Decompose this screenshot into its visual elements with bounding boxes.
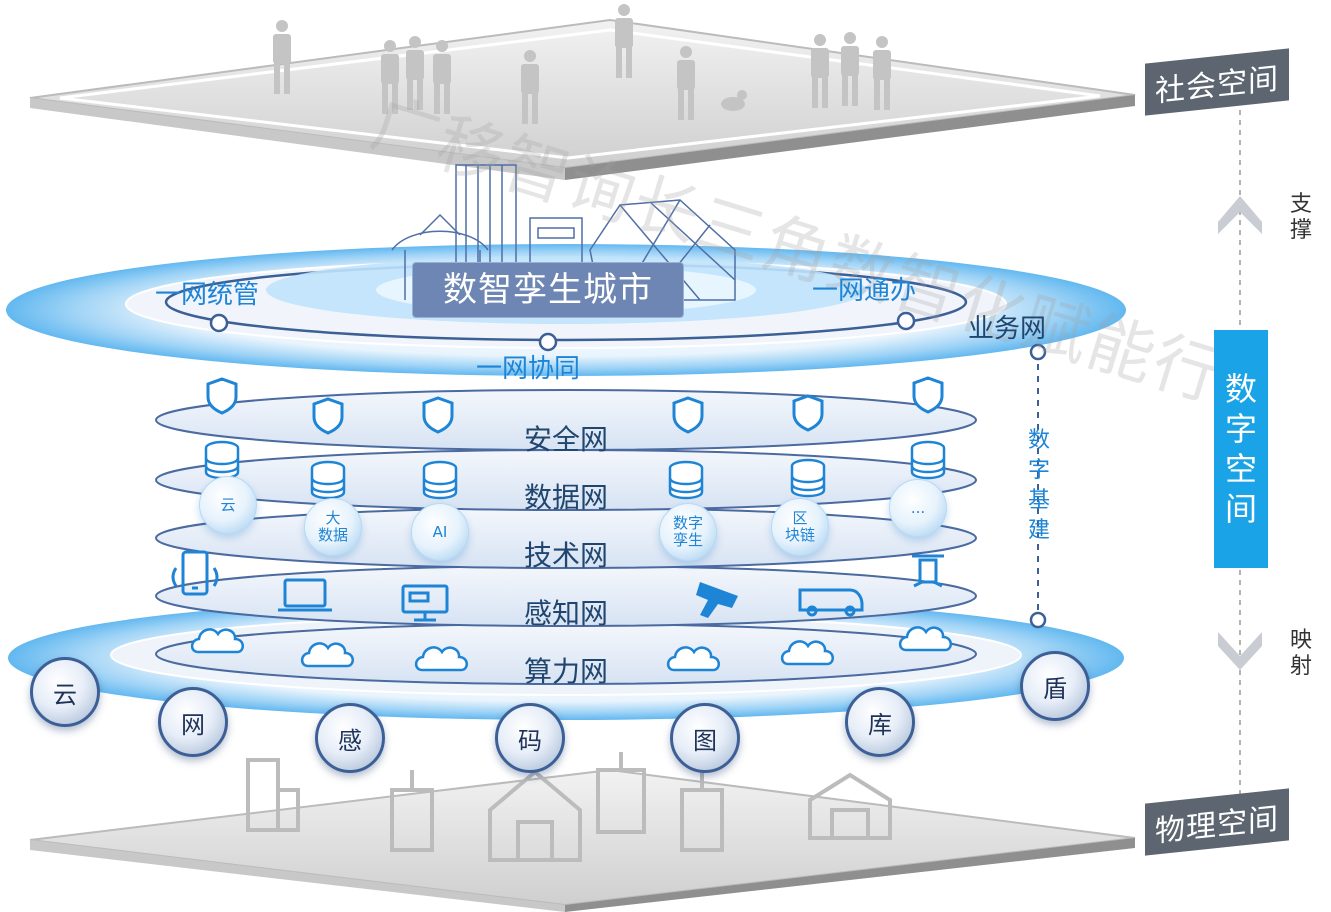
badge-sensing: 感 [315,703,385,773]
physical-space-plane [29,768,1136,912]
layer-label-compute: 算力网 [523,655,609,688]
badge-network: 网 [158,687,228,757]
mapping-label: 映 射 [1289,628,1312,679]
badge-shield: 盾 [1020,651,1090,721]
ring-label-unified-management: 一网统管 [155,280,260,310]
person-icons [273,4,891,124]
tech-chip-digital-twin: 数字 孪生 [659,503,717,561]
tech-chip-big-data: 大 数据 [304,498,362,556]
ring-label-unified-collaboration: 一网协同 [476,354,581,384]
layer-label-technology: 技术网 [523,539,609,572]
layer-label-security: 安全网 [523,423,609,456]
badge-map: 图 [670,703,740,773]
tech-chip-more: ... [889,479,947,537]
badge-code: 码 [495,703,565,773]
device-icons [171,550,944,622]
page-title: 数智孪生城市 [412,262,684,318]
layer-label-data: 数据网 [523,481,609,514]
digital-space-box: 数 字 空 间 [1214,330,1268,568]
tech-chip-ai: AI [411,503,469,561]
ring-label-unified-service: 一网通办 [812,276,917,306]
camera-icon [696,582,738,618]
business-network-label: 业务网 [968,314,1047,344]
digital-infrastructure-label: 数 字 基 建 [1027,428,1050,543]
tech-chip-blockchain: 区 块链 [771,498,829,556]
badge-repository: 库 [845,687,915,757]
support-label: 支 撑 [1289,192,1312,243]
badge-cloud: 云 [30,657,100,727]
tech-chip-cloud: 云 [199,476,257,534]
layer-label-perception: 感知网 [523,597,609,630]
building-icons [246,752,892,862]
